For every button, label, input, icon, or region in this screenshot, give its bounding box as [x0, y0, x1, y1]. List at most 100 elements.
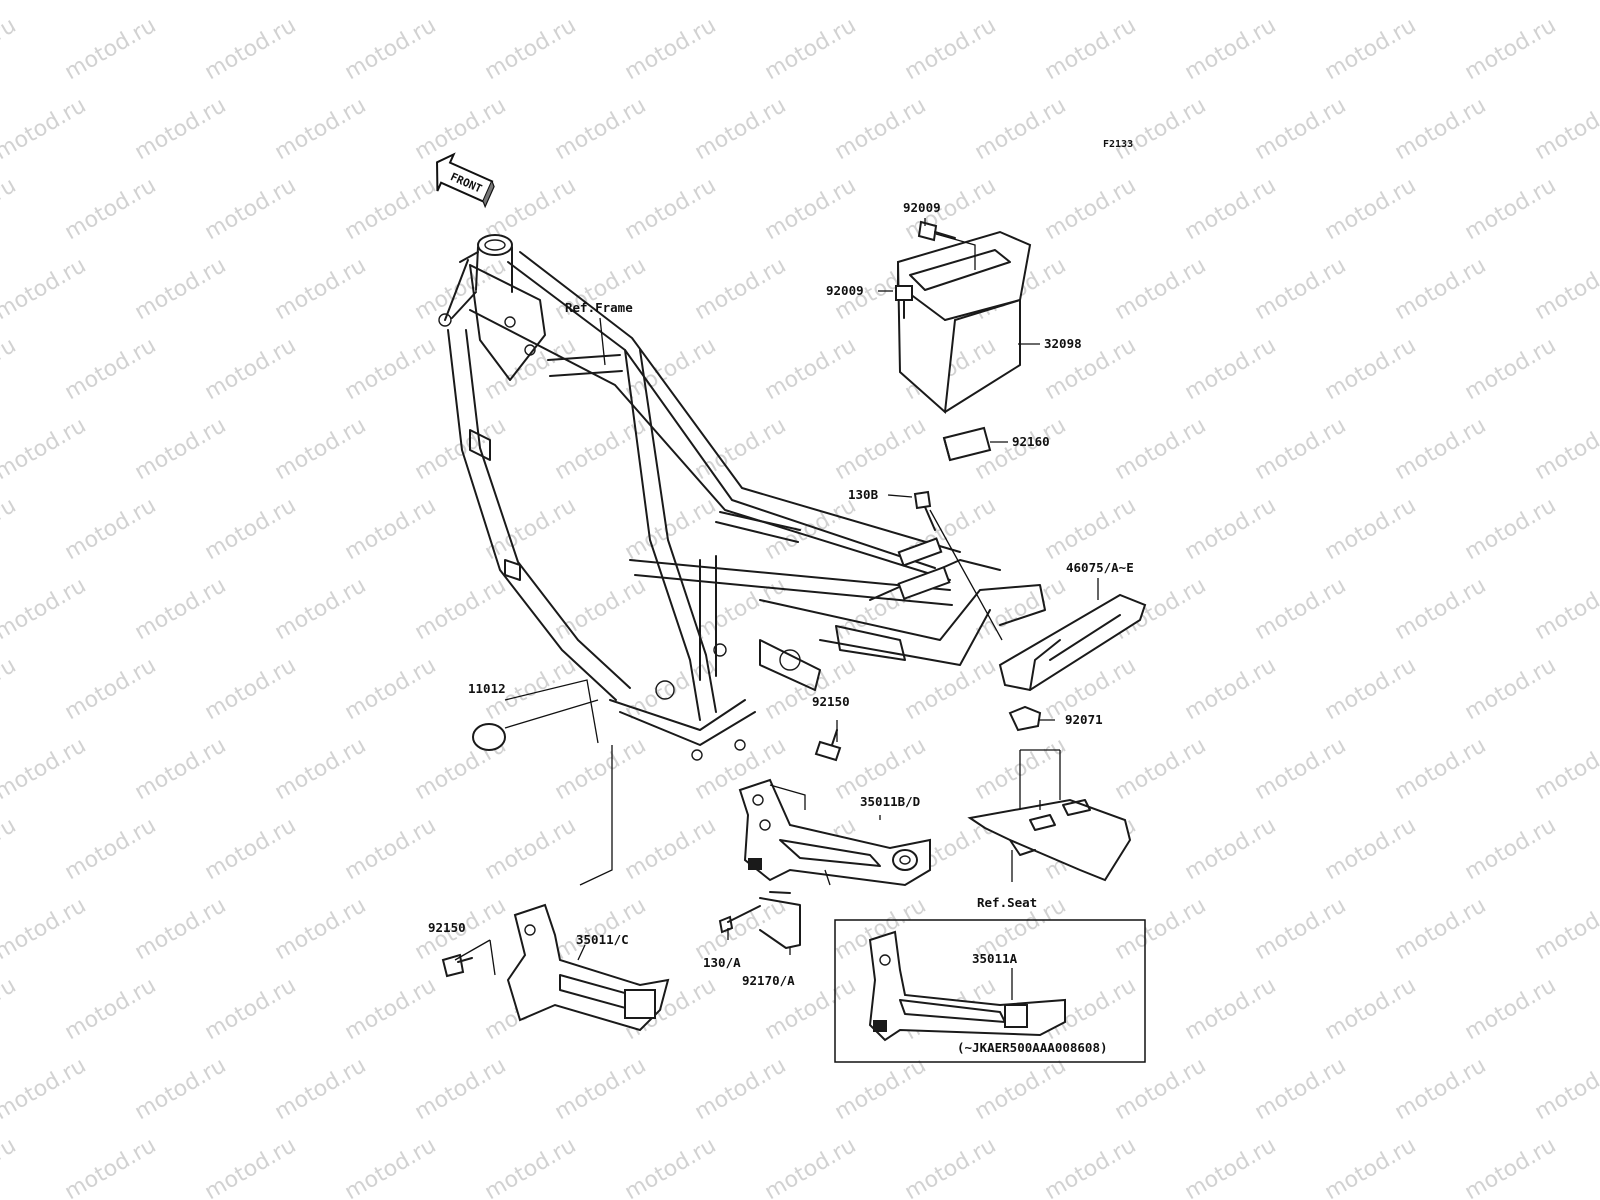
- watermark-text: motod.ru: [1461, 173, 1561, 245]
- watermark-text: motod.ru: [551, 733, 651, 805]
- watermark-text: motod.ru: [1321, 13, 1421, 85]
- watermark-text: motod.ru: [1321, 1133, 1421, 1200]
- label-serial-note: (~JKAER500AAA008608): [957, 1040, 1108, 1055]
- watermark-text: motod.ru: [201, 333, 301, 405]
- watermark-text: motod.ru: [551, 893, 651, 965]
- label-ref-frame: Ref.Frame: [565, 300, 633, 315]
- watermark-text: motod.ru: [201, 813, 301, 885]
- watermark-text: motod.ru: [0, 13, 20, 85]
- part-92160-pad: [942, 426, 992, 462]
- watermark-text: motod.ru: [1251, 413, 1351, 485]
- watermark-text: motod.ru: [1041, 173, 1141, 245]
- watermark-text: motod.ru: [1461, 493, 1561, 565]
- watermark-text: motod.ru: [131, 1053, 231, 1125]
- watermark-text: motod.ru: [1111, 733, 1211, 805]
- watermark-text: motod.ru: [1111, 0, 1211, 5]
- watermark-text: motod.ru: [1181, 333, 1281, 405]
- watermark-text: motod.ru: [1391, 413, 1491, 485]
- bolt-130B: [913, 490, 936, 531]
- watermark-text: motod.ru: [1531, 413, 1600, 485]
- watermark-text: motod.ru: [831, 1053, 931, 1125]
- watermark-text: motod.ru: [341, 813, 441, 885]
- watermark-text: motod.ru: [1461, 1133, 1561, 1200]
- watermark-text: motod.ru: [761, 333, 861, 405]
- watermark-text: motod.ru: [271, 413, 371, 485]
- watermark-text: motod.ru: [971, 93, 1071, 165]
- watermark-text: motod.ru: [271, 0, 371, 5]
- watermark-text: motod.ru: [761, 173, 861, 245]
- watermark-text: motod.ru: [201, 1133, 301, 1200]
- watermark-text: motod.ru: [411, 1053, 511, 1125]
- watermark-text: motod.ru: [761, 1133, 861, 1200]
- bolt-92009-a: [917, 220, 956, 242]
- watermark-text: motod.ru: [1531, 0, 1600, 5]
- watermark-text: motod.ru: [1251, 93, 1351, 165]
- watermark-text: motod.ru: [0, 973, 20, 1045]
- watermark-text: motod.ru: [691, 93, 791, 165]
- watermark-text: motod.ru: [0, 93, 90, 165]
- watermark-text: motod.ru: [1041, 1133, 1141, 1200]
- watermark-text: motod.ru: [0, 573, 90, 645]
- inset-box: [834, 919, 1146, 1063]
- part-35011C-bracket: [506, 903, 670, 1032]
- watermark-text: motod.ru: [1111, 93, 1211, 165]
- watermark-text: motod.ru: [621, 1133, 721, 1200]
- watermark-text: motod.ru: [1111, 1053, 1211, 1125]
- frame: [438, 234, 1046, 761]
- watermark-text: motod.ru: [271, 1053, 371, 1125]
- watermark-text: motod.ru: [61, 173, 161, 245]
- watermark-text: motod.ru: [1461, 333, 1561, 405]
- watermark-text: motod.ru: [481, 333, 581, 405]
- watermark-text: motod.ru: [1181, 973, 1281, 1045]
- watermark-text: motod.ru: [1531, 573, 1600, 645]
- watermark-text: motod.ru: [0, 653, 20, 725]
- watermark-text: motod.ru: [1531, 893, 1600, 965]
- watermark-text: motod.ru: [1181, 173, 1281, 245]
- watermark-text: motod.ru: [1251, 573, 1351, 645]
- watermark-text: motod.ru: [1321, 813, 1421, 885]
- watermark-text: motod.ru: [621, 653, 721, 725]
- watermark-text: motod.ru: [551, 573, 651, 645]
- watermark-text: motod.ru: [1321, 493, 1421, 565]
- label-92170A: 92170/A: [742, 973, 795, 988]
- label-130A: 130/A: [703, 955, 741, 970]
- label-35011BD: 35011B/D: [860, 794, 920, 809]
- watermark-text: motod.ru: [341, 173, 441, 245]
- watermark-text: motod.ru: [761, 653, 861, 725]
- watermark-text: motod.ru: [1391, 573, 1491, 645]
- watermark-text: motod.ru: [1531, 1053, 1600, 1125]
- watermark-text: motod.ru: [131, 0, 231, 5]
- watermark-text: motod.ru: [341, 333, 441, 405]
- watermark-text: motod.ru: [691, 1053, 791, 1125]
- watermark-text: motod.ru: [341, 973, 441, 1045]
- watermark-text: motod.ru: [621, 493, 721, 565]
- label-46075: 46075/A~E: [1066, 560, 1134, 575]
- part-92170A-clip: [759, 891, 801, 949]
- watermark-text: motod.ru: [1461, 973, 1561, 1045]
- watermark-text: motod.ru: [1321, 333, 1421, 405]
- bolt-130A: [718, 905, 761, 934]
- watermark-text: motod.ru: [1531, 253, 1600, 325]
- watermark-text: motod.ru: [1461, 653, 1561, 725]
- watermark-text: motod.ru: [1251, 733, 1351, 805]
- watermark-text: motod.ru: [0, 413, 90, 485]
- watermark-text: motod.ru: [901, 1133, 1001, 1200]
- watermark-text: motod.ru: [691, 413, 791, 485]
- diagram-code: F2133: [1103, 139, 1133, 150]
- watermark-text: motod.ru: [1461, 13, 1561, 85]
- seat-bracket: [967, 798, 1132, 882]
- watermark-text: motod.ru: [61, 493, 161, 565]
- watermark-text: motod.ru: [481, 13, 581, 85]
- watermark-text: motod.ru: [411, 413, 511, 485]
- label-92150-upper: 92150: [812, 694, 850, 709]
- watermark-text: motod.ru: [621, 13, 721, 85]
- watermark-text: motod.ru: [61, 653, 161, 725]
- watermark-text: motod.ru: [0, 0, 90, 5]
- watermark-text: motod.ru: [1321, 653, 1421, 725]
- watermark-text: motod.ru: [1111, 893, 1211, 965]
- watermark-text: motod.ru: [61, 973, 161, 1045]
- watermark-text: motod.ru: [1181, 1133, 1281, 1200]
- label-35011C: 35011/C: [576, 932, 629, 947]
- leader-lines: [454, 218, 1099, 1000]
